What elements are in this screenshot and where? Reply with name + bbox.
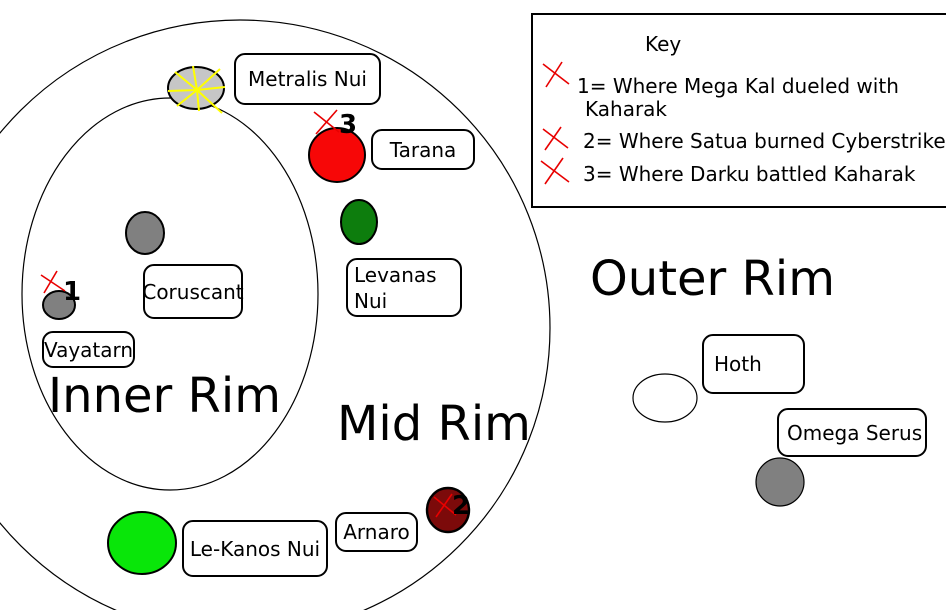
battle-marker-number-2: 2 [452,491,471,521]
battle-x-mark-3-icon [313,109,340,135]
label-text-tarana: Tarana [389,137,457,162]
metralis-nui-star-spokes-icon [167,65,226,114]
region-label-inner-rim: Inner Rim [48,368,281,424]
label-box-le-kanos-nui: Le-Kanos Nui [182,520,328,577]
label-text-omega-serus: Omega Serus [787,420,923,445]
label-text-levanas-line1: Levanas [354,262,437,287]
planet-levanas-nui [340,199,378,245]
planet-metralis-nui [167,66,225,110]
label-text-hoth: Hoth [714,352,762,376]
label-text-vayatarn: Vayatarn [43,337,134,362]
planet-omega-serus [755,457,805,507]
key-entry-2: 2= Where Satua burned Cyberstrike [583,129,946,153]
key-title: Key [645,32,682,56]
label-box-hoth: Hoth [702,334,805,394]
label-text-le-kanos-nui: Le-Kanos Nui [189,536,321,561]
planet-coruscant [125,211,165,255]
label-box-metralis-nui: Metralis Nui [234,53,381,105]
label-text-levanas-line2: Nui [354,288,388,313]
battle-x-mark-1-icon [40,270,66,294]
label-text-coruscant: Coruscant [142,279,244,304]
label-box-coruscant: Coruscant [142,264,244,319]
label-box-omega-serus: Omega Serus [777,408,927,457]
key-entry-1-line-2: Kaharak [585,97,668,121]
planet-le-kanos-nui [107,511,177,575]
label-box-levanas-nui: Levanas Nui [346,258,462,317]
label-box-arnaro: Arnaro [335,512,418,552]
region-label-mid-rim: Mid Rim [337,396,531,452]
label-box-tarana: Tarana [371,129,475,170]
key-legend-box: Key 1= Where Mega Kal dueled with Kahara… [531,13,946,208]
planet-hoth [632,373,698,423]
label-text-arnaro: Arnaro [343,520,410,544]
battle-marker-number-1: 1 [63,277,82,307]
region-label-outer-rim: Outer Rim [590,251,835,307]
label-text-metralis-nui: Metralis Nui [248,67,367,91]
label-box-vayatarn: Vayatarn [42,331,135,368]
key-entry-3: 3= Where Darku battled Kaharak [583,162,916,186]
battle-marker-number-3: 3 [339,110,358,140]
key-entry-1-line-1: 1= Where Mega Kal dueled with [577,74,899,98]
